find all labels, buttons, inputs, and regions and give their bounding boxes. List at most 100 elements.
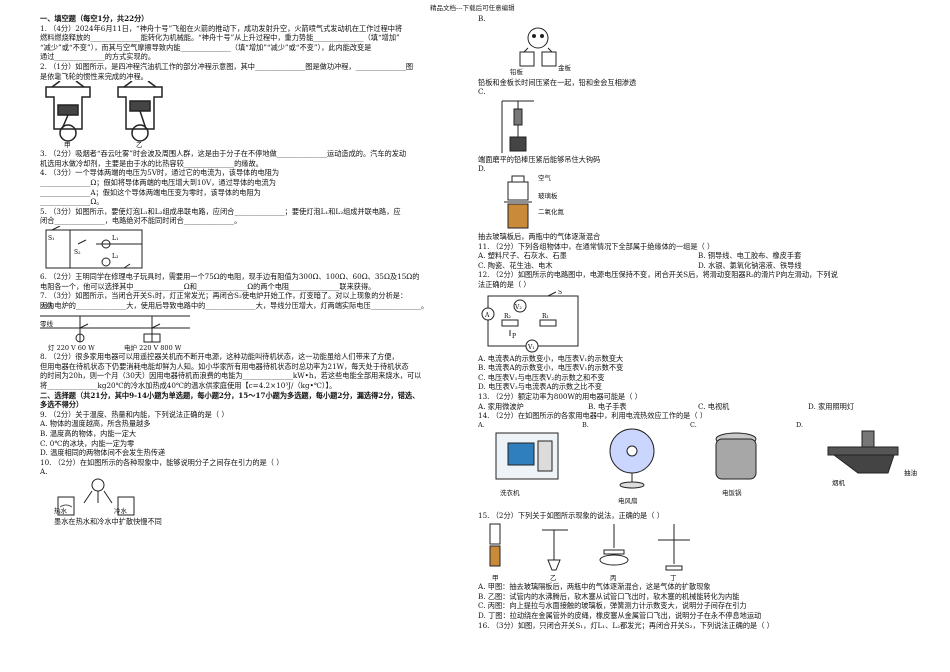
q9-option[interactable]: C. 0℃的冰块，内能一定为零	[40, 438, 135, 448]
q6-line: 6. （2分）王明同学在修理电子玩具时，需要用一个75Ω的电阻，现手边有阻值为3…	[40, 271, 420, 281]
q11-options-row: C. 陶瓷、花生油、电木 D. 水银、氯氧化钠溶液、铁导线	[478, 261, 918, 271]
fig-label-jia: 甲	[492, 574, 499, 583]
no2-label: 二氧化氮	[538, 207, 564, 216]
q10-option-c-caption: 端面磨平的铅棒压紧后能够吊住大钩码	[478, 154, 601, 164]
fig-label-yi: 乙	[550, 574, 557, 583]
section-choice-title: 二、选择题（共21分，其中9-14小题为单选题，每小题2分，15～17小题为多选…	[40, 390, 420, 400]
lead-gold-diagram	[519, 27, 557, 67]
q12-stem: 12. （2分）如图所示的电路图中，电源电压保持不变，闭合开关S后，将滑动变阻器…	[478, 270, 838, 280]
voltmeter-v2-label: V₂	[514, 304, 522, 311]
q1-line: 通过______________的方式实现的。	[40, 52, 156, 62]
q15-stem: 15. （2分）下列关于如图所示现象的说法，正确的是（ ）	[478, 510, 664, 520]
q7-line: 7. （3分）如图所示，当闭合开关S₁时，灯正常发光；再闭合S₂使电炉开始工作，…	[40, 291, 408, 301]
q5-line: 5. （3分）如图所示，要使灯泡L₁和L₂组成串联电路，应闭合_________…	[40, 206, 401, 216]
q10-option-b[interactable]: B.	[478, 14, 486, 23]
switch-s-label: S	[558, 290, 562, 296]
section-fill-blank-title: 一、填空题（每空1分，共22分）	[40, 14, 149, 23]
q12-option[interactable]: D. 电压表V₂与电流表A的示数之比不变	[478, 382, 602, 392]
q11-option[interactable]: D. 水银、氯氧化钠溶液、铁导线	[698, 260, 802, 270]
q12-option[interactable]: B. 电流表A的示数变小，电压表V₁的示数不变	[478, 363, 624, 373]
q9-stem: 9. （2分）关于温度、热量和内能，下列说法正确的是（ ）	[40, 409, 229, 419]
q5-circuit-figure: S₁ S₂ L₁ L₂	[40, 225, 475, 272]
ink-diffusion-figure: 热水 冷水	[48, 477, 475, 517]
gas-diffusion-figure: 空气 玻璃板 二氧化氮	[498, 174, 918, 232]
washing-machine-caption: 洗衣机	[500, 488, 520, 497]
q8-line: 8. （2分）很多家用电器可以用遥控器关机而不断开电源，这种功能叫待机状态，这一…	[40, 352, 399, 362]
q3-line: 3. （2分）吸烟者“吞云吐雾”时会波及周围人群，这是由于分子在不停地做____…	[40, 149, 407, 159]
hot-water-label: 热水	[54, 507, 67, 515]
q9-option[interactable]: B. 温度高的物体，内能一定大	[40, 429, 137, 439]
q15-option[interactable]: A. 甲图：抽去玻璃隔板后，两瓶中的气体逐渐混合，这是气体的扩散现象	[478, 582, 711, 592]
zero-wire-label: 零线	[40, 320, 53, 329]
ink-diffusion-diagram	[57, 478, 135, 516]
lead-plate-label: 铅板	[510, 67, 523, 76]
fig-label-bing: 丙	[610, 574, 617, 583]
gas-diffusion-diagram	[504, 175, 532, 229]
lead-rod-diagram	[501, 100, 534, 153]
svg-text:S₁: S₁	[48, 235, 55, 242]
r2-label: R₂	[504, 313, 512, 320]
q4-line: ______________Ω；假如将导体两端的电压增大到10V，通过导体的电流…	[40, 177, 276, 187]
q14-letter-b[interactable]: B.	[582, 420, 589, 429]
q10-option-b-caption: 铅板和金板长时间压紧在一起，铅和金会互相渗透	[478, 77, 637, 87]
q13-options-row: A. 家用微波炉 B. 电子手表 C. 电视机 D. 家用照明灯	[478, 402, 918, 412]
right-column: B. 铅板 金板 铅板和金板长时间压紧在一起，铅和金会互相渗透 C.	[478, 14, 918, 630]
range-hood-caption-1: 抽油	[904, 468, 917, 477]
q4-line: ______________Ω。	[40, 197, 104, 207]
q12-option[interactable]: C. 电压表V₁与电压表V₂的示数之和不变	[478, 372, 605, 382]
q15-figures: 甲 乙 丙 丁	[478, 520, 918, 582]
ammeter-a-label: A	[484, 312, 490, 319]
q11-option[interactable]: A. 塑料尺子、石灰水、石墨	[478, 251, 567, 261]
q5-line: 闭合______________，电路绝对不能同时闭合_____________…	[40, 216, 242, 226]
engine-stroke-figure: 甲 乙	[40, 81, 475, 149]
svg-text:L₂: L₂	[112, 253, 119, 260]
appliances-figure: A. B. C. D.	[478, 420, 918, 505]
stove-label: 电炉 220 V 800 W	[124, 344, 182, 353]
q14-letter-a[interactable]: A.	[478, 420, 485, 429]
q7-line: 因为电炉的______________大，使用后导致电路中的__________…	[40, 300, 429, 310]
slider-p-label: P	[512, 333, 516, 340]
q14-letter-c[interactable]: C.	[690, 420, 697, 429]
q13-stem: 13. （2分）额定功率为800W的用电器可能是（ ）	[478, 391, 642, 401]
q1-line: “减少”或“不变”），而其与空气摩擦导致内能______________（填“增…	[40, 42, 372, 52]
fire-wire-label: 火线	[40, 302, 53, 311]
q13-option[interactable]: C. 电视机	[698, 401, 730, 411]
q8-line: 但用电器在待机状态下仍要消耗电能却鲜为人知。如小华家所有用电器待机状态时总功率为…	[40, 361, 409, 371]
q15-option[interactable]: B. 乙图：试管内的水沸腾后，软木塞从试管口飞出时，软木塞的机械能转化为内能	[478, 591, 740, 601]
q4-line: 4. （3分）一个导体两端的电压为5V时，通过它的电流为，该导体的电阻为	[40, 168, 280, 178]
q13-option[interactable]: B. 电子手表	[588, 401, 627, 411]
lead-rod-figure	[498, 97, 918, 155]
q10-option-a[interactable]: A.	[40, 467, 48, 477]
q5-circuit-diagram: S₁ S₂ L₁ L₂	[45, 225, 143, 269]
lead-gold-figure: 铅板 金板	[498, 24, 918, 78]
q16-stem: 16. （3分）如图，只闭合开关S₁，灯L₁、L₂都发光；再闭合开关S₂，下列说…	[478, 620, 774, 630]
voltmeter-v1-label: V₁	[527, 344, 535, 351]
q12-circuit-diagram: A V₂ R₂ R₁ P V₁ S	[481, 290, 579, 353]
q13-option[interactable]: D. 家用照明灯	[808, 401, 855, 411]
q9-option[interactable]: D. 温度相同的两物体间不会发生热传递	[40, 448, 166, 458]
q14-stem: 14. （2分）在如图所示的各家用电器中，利用电流热效应工作的是（ ）	[478, 411, 708, 421]
figure-label-yi: 乙	[136, 141, 143, 150]
q14-letter-d[interactable]: D.	[796, 420, 804, 429]
section-choice-title: 多选不得分）	[40, 400, 84, 410]
q12-option[interactable]: A. 电流表A的示数变小，电压表V₁的示数变大	[478, 353, 624, 363]
q11-option[interactable]: B. 铜导线、电工胶布、橡皮手套	[698, 251, 802, 261]
q15-option[interactable]: C. 丙图：向上提拉与水面接触的玻璃板，弹簧测力计示数变大，说明分子间存在引力	[478, 601, 747, 611]
range-hood-caption-2: 烟机	[832, 478, 845, 487]
q15-diagram	[489, 523, 690, 571]
gold-plate-label: 金板	[558, 63, 571, 72]
q11-stem: 11. （2分）下列各组物体中，在通常情况下全部属于绝缘体的一组是（ ）	[478, 241, 715, 251]
q12-stem: 法正确的是（ ）	[478, 279, 531, 289]
q10-option-d[interactable]: D.	[478, 164, 486, 174]
q9-option[interactable]: A. 物体的温度越高，所含热量越多	[40, 419, 151, 429]
q10-stem: 10. （2分）在如图所示的各种现象中，能够说明分子之间存在引力的是（ ）	[40, 457, 284, 467]
q3-line: 机选用水做冷却剂，主要是由于水的比热容较______________的缘故。	[40, 158, 263, 168]
q11-option[interactable]: C. 陶瓷、花生油、电木	[478, 260, 553, 270]
q15-option[interactable]: D. 丁图：拉动绕在金属管外的皮绳，橡皮塞从金属管口飞出，说明分子在永不停息地运…	[478, 611, 762, 621]
q10-option-c[interactable]: C.	[478, 87, 486, 97]
q1-line: 燃料燃烧释放的______________能转化为机械能。“神舟十号”从上升过程…	[40, 33, 400, 43]
q8-line: 将______________kg20℃的冷水加热成40℃的温水供家庭使用【c=…	[40, 381, 337, 391]
lamp-label: 灯 220 V 60 W	[48, 344, 95, 353]
q13-option[interactable]: A. 家用微波炉	[478, 401, 524, 411]
